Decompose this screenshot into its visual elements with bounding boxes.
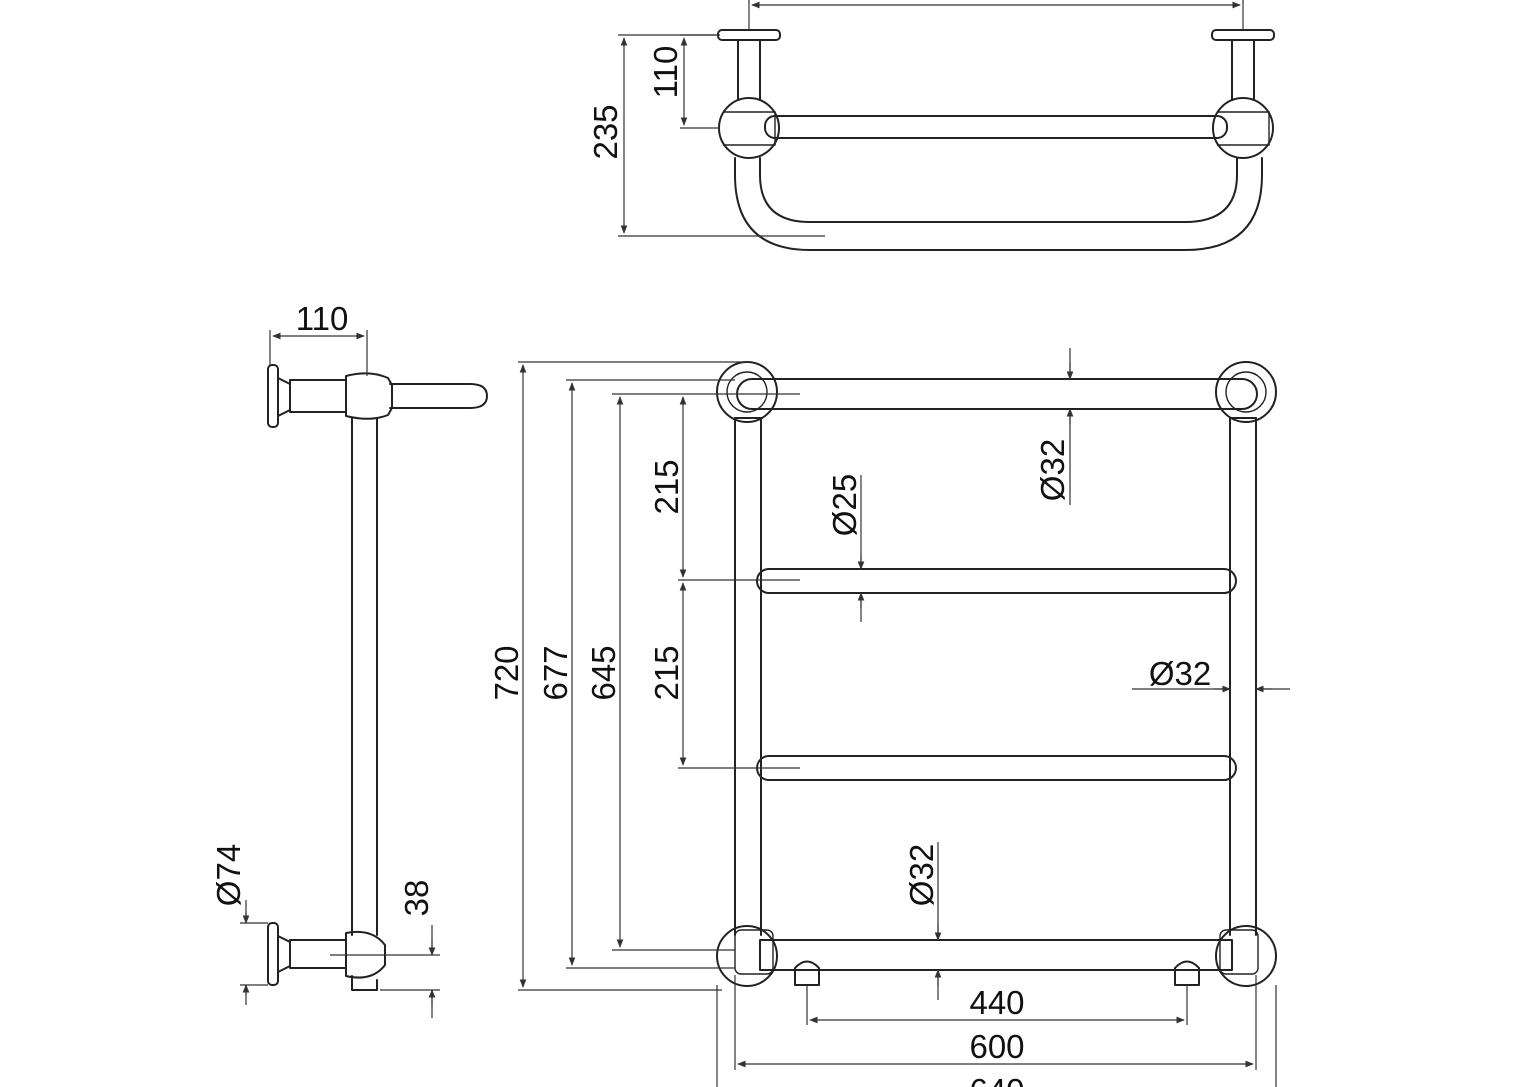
front-view-right-upright — [1229, 417, 1257, 936]
front-view-right-foot — [1174, 960, 1200, 986]
front-view-left-upright — [734, 417, 762, 936]
top-view-u-rail-inner — [759, 157, 1238, 223]
front-view-lower-rail — [756, 755, 1237, 781]
front-view-top-rail — [736, 378, 1258, 410]
side-view-rail-end — [389, 383, 488, 409]
top-view-right-flange — [1211, 29, 1275, 41]
front-view-bottom-rail — [759, 939, 1233, 971]
front-view-top-left-flange — [716, 361, 778, 423]
front-view-feet-spacing-label: 440 — [969, 984, 1024, 1021]
front-view-rail-mid-dia-label: Ø25 — [826, 474, 863, 536]
front-view-spacing-lower-label: 215 — [648, 645, 685, 700]
side-view-top-arm — [289, 379, 347, 413]
side-view-bottom-flange — [267, 922, 279, 986]
front-view-upright-dia-label: Ø32 — [1149, 655, 1211, 692]
top-view-right-post — [1231, 39, 1255, 101]
front-view-bottom-left-flange — [716, 925, 778, 987]
front-view-rail-bottom-dia-label: Ø32 — [903, 844, 940, 906]
front-view-top-right-flange — [1215, 361, 1277, 423]
front-view-overall-width-label: 640 — [969, 1072, 1024, 1087]
side-view-top-joint — [345, 372, 393, 420]
side-view-top-flange — [267, 364, 279, 428]
front-view-height-overall-label: 720 — [488, 645, 525, 700]
side-view-flange-dia-label: Ø74 — [210, 844, 247, 906]
side-view: 110 Ø74 38 — [210, 300, 488, 1018]
side-view-projection-label: 110 — [296, 300, 349, 337]
top-view-rail — [764, 115, 1228, 139]
front-view-height-645-label: 645 — [585, 645, 622, 700]
front-view: 720 677 645 215 215 Ø32 Ø25 Ø32 — [488, 348, 1290, 1087]
top-view-left-flange — [717, 29, 781, 41]
top-view-left-post — [737, 39, 761, 101]
top-view-projection-label: 110 — [647, 46, 684, 99]
front-view-height-677-label: 677 — [537, 645, 574, 700]
side-view-post — [351, 417, 378, 936]
front-view-spacing-upper-label: 215 — [648, 459, 685, 514]
front-view-bottom-right-flange — [1215, 925, 1277, 987]
top-view-width-label: 600 — [968, 0, 1023, 3]
top-view-depth-label: 235 — [587, 104, 624, 159]
front-view-left-foot — [794, 960, 820, 986]
top-view-u-rail-outer — [734, 157, 1263, 251]
side-view-bottom-joint — [345, 930, 386, 979]
side-view-bottom-arm — [289, 939, 347, 969]
front-view-middle-rail — [756, 568, 1237, 594]
top-view-left-joint — [718, 97, 780, 159]
side-view-offset-label: 38 — [398, 880, 435, 917]
top-view: 600 110 235 — [587, 0, 1275, 251]
front-view-rail-top-dia-label: Ø32 — [1034, 439, 1071, 501]
top-view-right-joint — [1212, 97, 1274, 159]
front-view-width-label: 600 — [969, 1028, 1024, 1065]
